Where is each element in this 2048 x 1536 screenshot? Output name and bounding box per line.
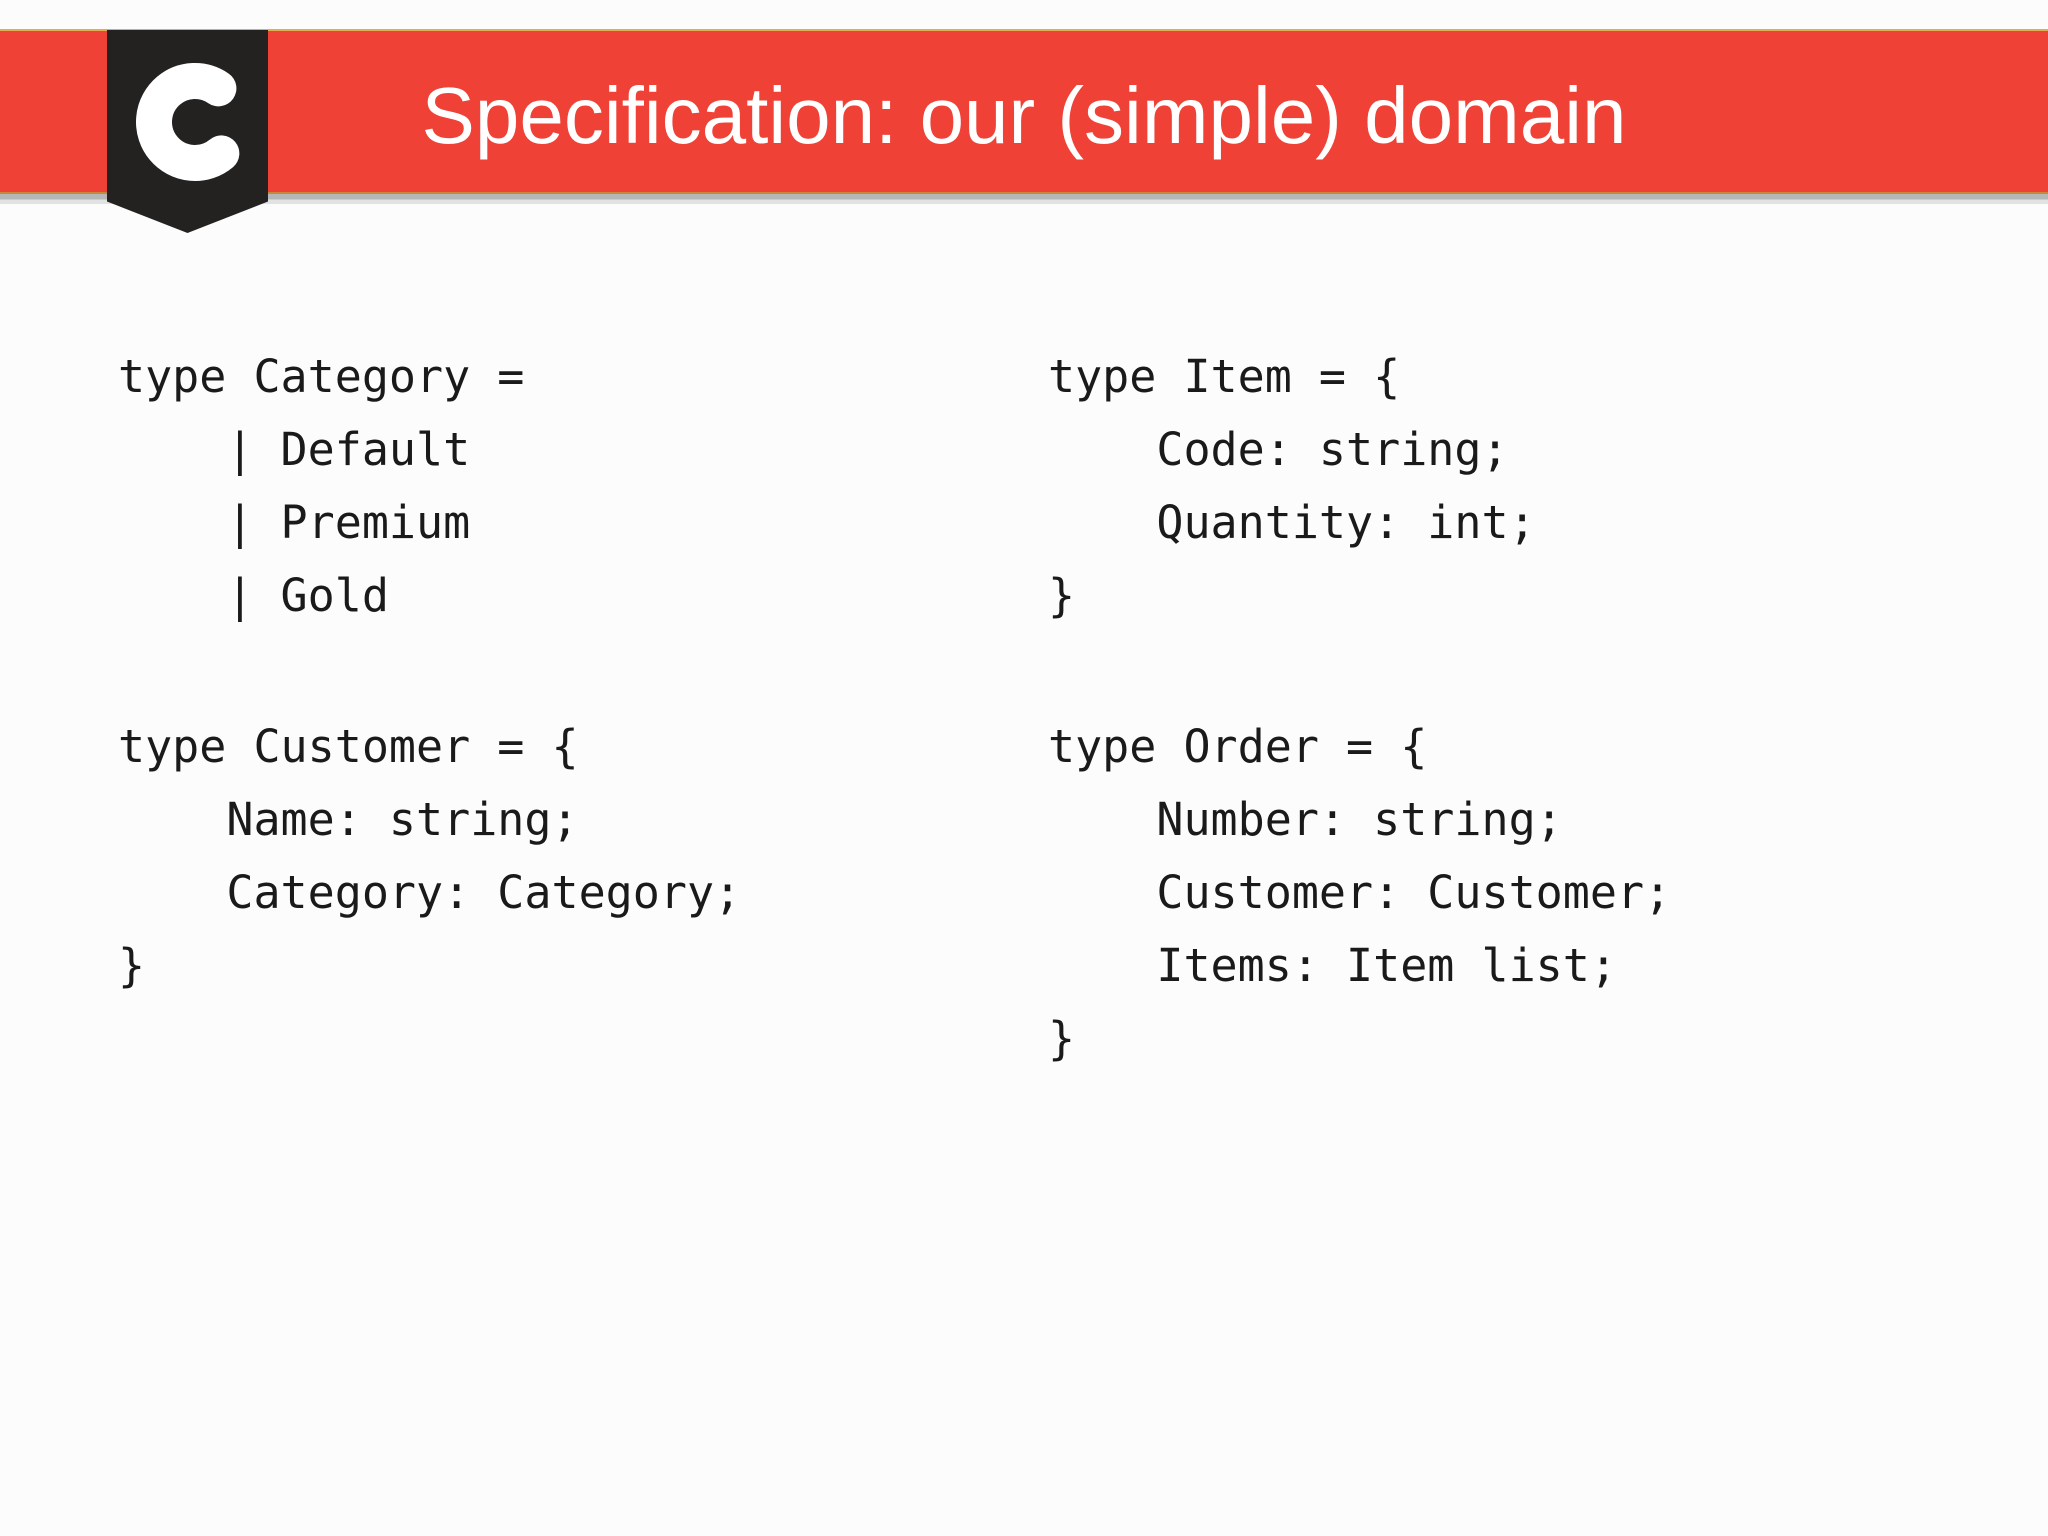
code-block-category: type Category = | Default | Premium | Go…: [118, 350, 525, 622]
code-block-customer: type Customer = { Name: string; Category…: [118, 720, 742, 992]
banner-shadow: [0, 194, 2048, 204]
code-block-item: type Item = { Code: string; Quantity: in…: [1048, 350, 1536, 622]
slide-title: Specification: our (simple) domain: [421, 71, 1627, 160]
conference-logo-badge: [107, 30, 268, 233]
c-swirl-icon: [136, 63, 254, 181]
title-banner: [0, 29, 2048, 194]
code-block-order: type Order = { Number: string; Customer:…: [1048, 720, 1672, 1065]
